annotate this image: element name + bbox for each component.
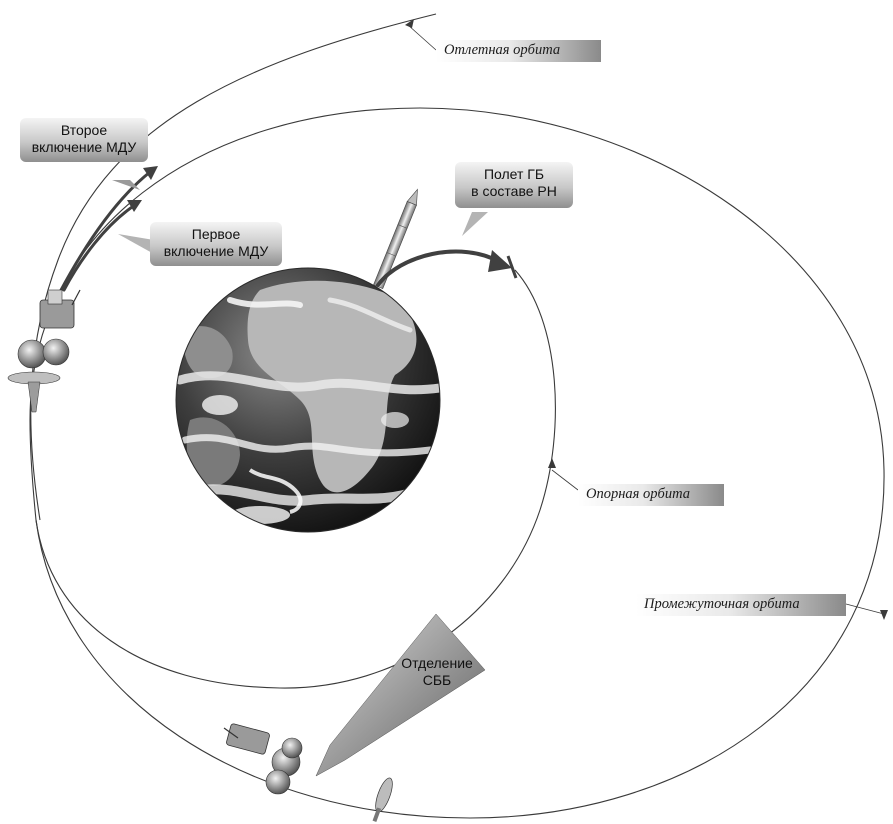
launch-flight-label: Полет ГБ в составе РН — [455, 162, 573, 208]
spacecraft-icon — [223, 723, 303, 795]
second-burn-label: Второе включение МДУ — [20, 118, 148, 162]
launch-callout-pointer — [462, 212, 488, 236]
spacecraft-icon — [7, 289, 81, 413]
transfer-label-leader — [845, 603, 885, 615]
first-burn-arrowhead — [127, 200, 142, 212]
separation-label: Отделение СББ — [401, 655, 473, 688]
launch-trajectory-arrow — [376, 249, 502, 287]
second-burn-pointer — [112, 180, 140, 190]
second-burn-arrow — [58, 170, 152, 294]
departure-orbit-arrow — [405, 19, 414, 28]
orbit-insertion-mark — [506, 255, 518, 279]
parking-orbit-label: Опорная орбита — [578, 484, 724, 506]
parking-orbit-arrow — [548, 458, 556, 468]
rocket-icon — [373, 188, 418, 289]
launch-trajectory-arrowhead — [488, 250, 512, 272]
transfer-orbit-arrow — [880, 610, 888, 620]
transfer-orbit-label: Промежуточная орбита — [636, 594, 846, 616]
earth-globe-icon — [175, 267, 441, 533]
departure-orbit — [30, 13, 437, 521]
separation-arrow — [315, 613, 486, 777]
departure-label-leader — [407, 24, 437, 51]
first-burn-label: Первое включение МДУ — [150, 222, 282, 266]
first-burn-pointer — [118, 234, 154, 254]
parking-label-leader — [551, 469, 579, 491]
departure-orbit-label: Отлетная орбита — [436, 40, 601, 62]
second-burn-arrowhead — [143, 166, 158, 180]
first-burn-arrow — [62, 203, 137, 292]
transfer-orbit — [29, 107, 885, 819]
separated-stage-icon — [372, 777, 393, 822]
